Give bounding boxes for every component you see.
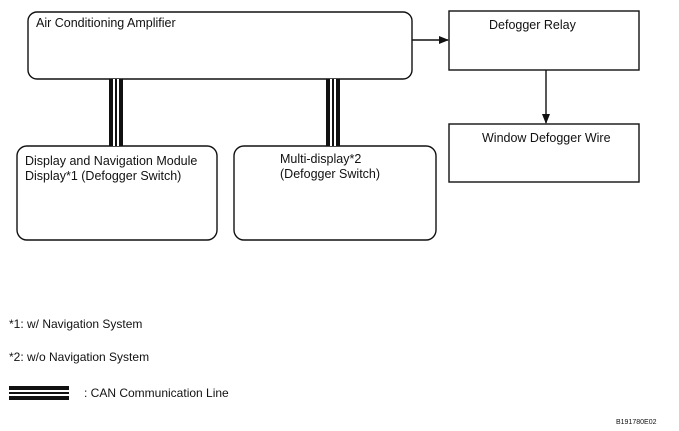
footnote-2: *2: w/o Navigation System	[9, 350, 150, 364]
figure-code: B191780E02	[616, 419, 657, 426]
amplifier-block	[27, 11, 413, 80]
multi-display-label: Multi-display*2 (Defogger Switch)	[280, 152, 381, 181]
amplifier-label: Air Conditioning Amplifier	[36, 16, 176, 30]
can-line-display-nav	[109, 79, 123, 146]
window-defogger-wire-label: Window Defogger Wire	[482, 131, 611, 145]
can-legend-label: : CAN Communication Line	[84, 386, 229, 400]
can-line-multi-display	[326, 79, 340, 146]
can-legend-symbol	[9, 386, 69, 400]
defogger-relay-block	[448, 10, 640, 71]
window-defogger-wire-block	[448, 123, 640, 183]
footnote-1: *1: w/ Navigation System	[9, 317, 143, 331]
defogger-relay-label: Defogger Relay	[489, 18, 576, 32]
display-nav-module-label: Display and Navigation Module Display*1 …	[25, 154, 198, 183]
